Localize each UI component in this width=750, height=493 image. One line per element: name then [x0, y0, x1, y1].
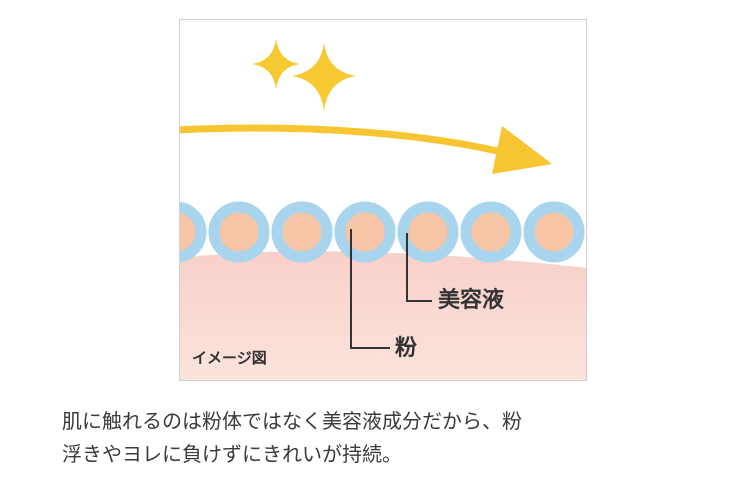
- particle: [180, 201, 207, 263]
- powder-leader-line: [350, 229, 390, 349]
- particle-ring: [397, 201, 459, 263]
- particle: [208, 201, 270, 263]
- particle-ring: [334, 201, 396, 263]
- caption-text: 肌に触れるのは粉体ではなく美容液成分だから、粉 浮きやヨレに負けずにきれいが持続…: [62, 405, 722, 471]
- caption-line-2: 浮きやヨレに負けずにきれいが持続。: [62, 442, 402, 466]
- sparkle-large-icon: [292, 42, 356, 112]
- particle: [460, 201, 522, 263]
- serum-leader-line: [406, 233, 432, 302]
- serum-label: 美容液: [438, 288, 505, 313]
- particle-ring: [523, 201, 585, 263]
- image-note-label: イメージ図: [192, 349, 267, 367]
- particle: [397, 201, 459, 263]
- particle: [334, 201, 396, 263]
- diagram-frame: 美容液 粉 イメージ図: [179, 19, 587, 381]
- caption-line-1: 肌に触れるのは粉体ではなく美容液成分だから、粉: [62, 409, 522, 433]
- skin-surface: [180, 251, 586, 380]
- particle-row: [180, 201, 585, 263]
- particle-ring: [208, 201, 270, 263]
- powder-label: 粉: [395, 336, 418, 361]
- particle: [523, 201, 585, 263]
- particle-ring: [271, 201, 333, 263]
- particle: [271, 201, 333, 263]
- skin-layer-diagram: [180, 39, 586, 380]
- arrow-icon: [180, 124, 552, 174]
- particle-ring: [460, 201, 522, 263]
- particle-ring: [180, 201, 207, 263]
- sparkle-small-icon: [252, 39, 300, 89]
